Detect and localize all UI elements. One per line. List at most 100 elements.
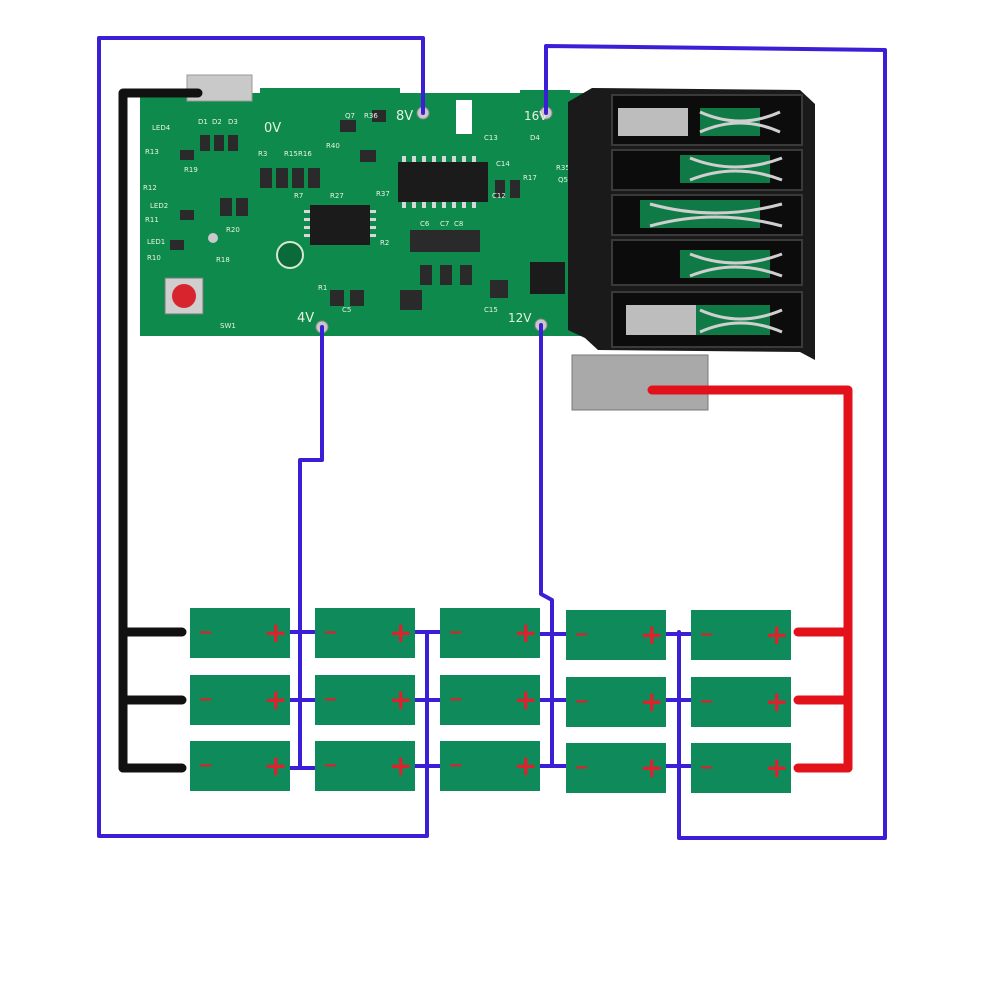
pad-label-8v: 8V [396,109,413,124]
battery-connector [568,88,815,411]
designator-label: R35 [556,164,570,172]
designator-label: R18 [216,256,230,264]
cell-negative-sign: − [574,624,589,645]
push-button-red [172,284,196,308]
designator-label: C8 [454,220,463,228]
battery-cell: −+ [691,677,791,727]
designator-label: C13 [484,134,498,142]
cell-negative-sign: − [574,757,589,778]
battery-cells-array: −+−+−+−+−+−+−+−+−+−+−+−+−+−+−+ [190,608,791,793]
cell-negative-sign: − [323,622,338,643]
blue-8v-wire [97,36,429,838]
cell-positive-sign: + [389,749,412,782]
cell-negative-sign: − [198,755,213,776]
cell-negative-sign: − [699,624,714,645]
black-ground-wire [118,88,203,773]
cell-body [691,743,791,793]
cell-positive-sign: + [765,751,788,784]
ic-chip [310,205,370,245]
battery-cell: −+ [315,741,415,791]
ic-chip [398,162,488,202]
designator-label: R17 [523,174,537,182]
cell-negative-sign: − [323,755,338,776]
designator-label: C12 [492,192,506,200]
battery-cell: −+ [315,675,415,725]
designator-label: R1 [318,284,327,292]
cell-body [566,743,666,793]
battery-cell: −+ [566,610,666,660]
connector-contact [626,305,696,335]
cell-negative-sign: − [699,757,714,778]
cell-positive-sign: + [264,616,287,649]
blue-4v-wire [298,325,324,768]
red-positive-wire [647,385,853,773]
connector-metal-plate [571,354,709,411]
cell-negative-sign: − [198,622,213,643]
designator-label: R37 [376,190,390,198]
designator-label: R19 [184,166,198,174]
battery-cell: −+ [440,741,540,791]
designator-label: D3 [228,118,238,126]
via-pad [208,233,218,243]
designator-label: SW1 [220,322,236,330]
cell-positive-sign: + [640,618,663,651]
cell-negative-sign: − [198,689,213,710]
designator-label: R16 [298,150,312,158]
battery-cell: −+ [190,741,290,791]
designator-label: LED4 [152,124,171,132]
pad-label-16v: 16V [524,109,548,123]
designator-label: R40 [326,142,340,150]
designator-label: C15 [484,306,498,314]
blue-12v-wire [539,323,554,768]
cell-body [190,675,290,725]
battery-cell: −+ [691,610,791,660]
mounting-hole [276,241,304,269]
cell-positive-sign: + [514,749,537,782]
pcb-board: 0V 8V 16V 4V 12V LED4 LED2 LED1 D1 D2 D3… [140,74,585,336]
cell-positive-sign: + [514,616,537,649]
cell-body [190,741,290,791]
cell-negative-sign: − [323,689,338,710]
cell-body [440,675,540,725]
cell-positive-sign: + [765,685,788,718]
cell-negative-sign: − [448,622,463,643]
designator-label: D1 [198,118,208,126]
designator-label: R2 [380,239,389,247]
battery-cell: −+ [566,677,666,727]
cell-body [315,675,415,725]
cell-body [440,608,540,658]
cell-positive-sign: + [264,683,287,716]
designator-label: C14 [496,160,510,168]
designator-label: C6 [420,220,430,228]
battery-cell: −+ [691,743,791,793]
designator-label: R36 [364,112,378,120]
designator-label: R13 [145,148,159,156]
designator-label: R7 [294,192,303,200]
battery-cell: −+ [440,675,540,725]
designator-label: Q5 [558,176,568,184]
designator-label: LED2 [150,202,168,210]
pad-label-0v: 0V [264,121,281,136]
cell-body [566,677,666,727]
battery-cell: −+ [566,743,666,793]
designator-label: R20 [226,226,240,234]
designator-label: C7 [440,220,449,228]
cell-negative-sign: − [699,691,714,712]
cell-body [691,677,791,727]
cell-negative-sign: − [448,689,463,710]
designator-label: R3 [258,150,267,158]
designator-label: D4 [530,134,540,142]
cell-body [440,741,540,791]
designator-label: C5 [342,306,351,314]
wires [97,36,887,840]
designator-label: Q7 [345,112,355,120]
pad-label-12v: 12V [508,311,532,325]
battery-cell: −+ [440,608,540,658]
designator-label: R11 [145,216,159,224]
cell-body [315,608,415,658]
cell-positive-sign: + [514,683,537,716]
blue-16v-wire [544,44,887,840]
designator-label: LED1 [147,238,165,246]
pad-label-4v: 4V [297,311,314,326]
